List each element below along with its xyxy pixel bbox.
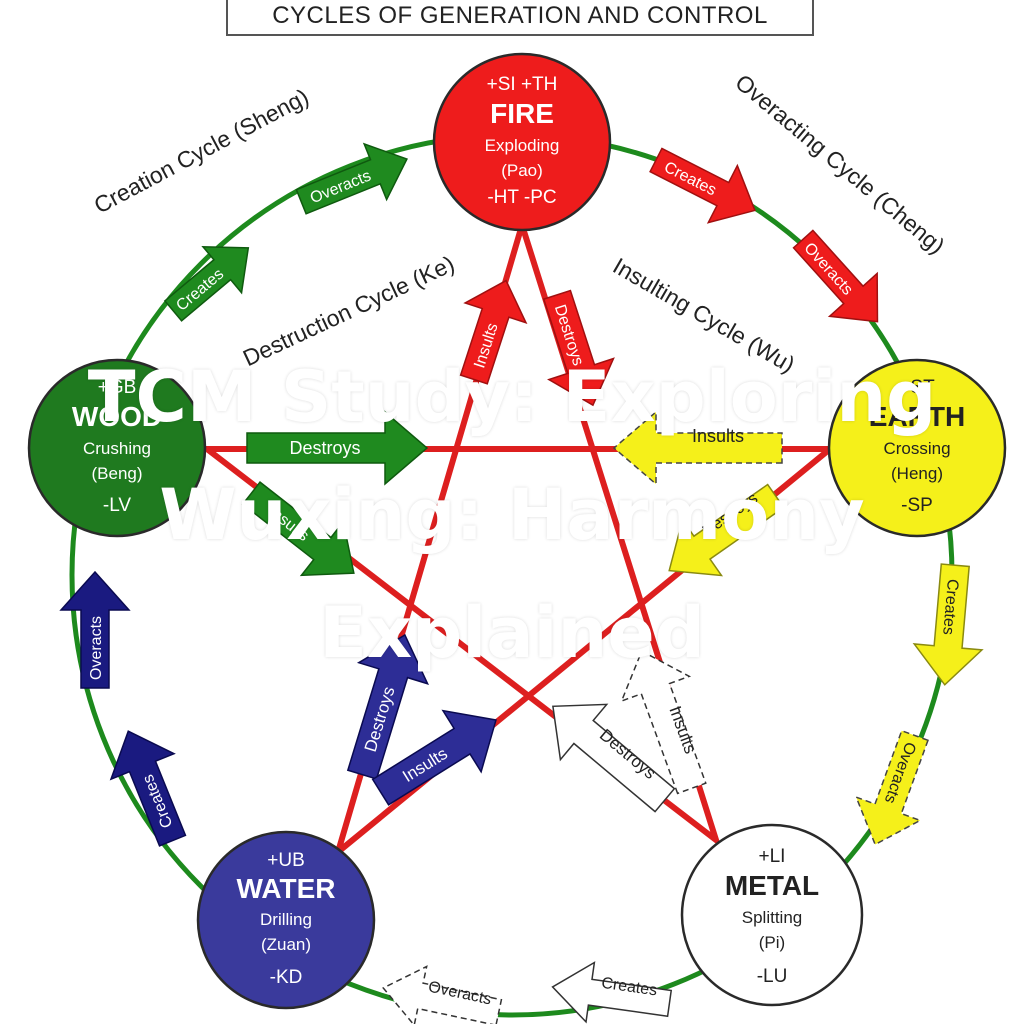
- element-water: +UB WATER Drilling (Zuan) -KD: [196, 830, 376, 1010]
- metal-bottom-label: -LU: [757, 966, 788, 987]
- arrow-earth-overacts-metal: Overacts: [854, 729, 929, 846]
- arrow-fire-insults: Insults: [459, 279, 528, 385]
- element-wood: +GB WOOD Crushing (Beng) -LV: [27, 358, 207, 538]
- fire-name: FIRE: [490, 98, 554, 129]
- arrow-label: Overacts: [88, 616, 105, 680]
- arrow-fire-creates-earth: Creates: [649, 147, 756, 224]
- arrow-water-creates-wood: Creates: [109, 730, 187, 847]
- element-earth: +ST EARTH Crossing (Heng) -SP: [827, 358, 1007, 538]
- arrow-earth-creates-metal: Creates: [912, 563, 984, 686]
- arrow-metal-overacts-water: Overacts: [382, 965, 503, 1024]
- wood-bottom-label: -LV: [103, 495, 131, 516]
- wood-name: WOOD: [72, 401, 162, 432]
- water-name: WATER: [236, 873, 335, 904]
- earth-pinyin: (Heng): [891, 464, 943, 483]
- earth-name: EARTH: [869, 401, 965, 432]
- arrow-earth-insults-wood: Insults: [612, 410, 783, 486]
- fire-top-label: +SI +TH: [487, 74, 558, 95]
- arrow-label: Insults: [692, 426, 744, 446]
- fire-pinyin: (Pao): [501, 161, 543, 180]
- element-fire: +SI +TH FIRE Exploding (Pao) -HT -PC: [432, 52, 612, 232]
- arrow-label: Destroys: [289, 438, 360, 458]
- water-pinyin: (Zuan): [261, 935, 311, 954]
- fire-bottom-label: -HT -PC: [487, 187, 556, 208]
- destruction-cycle-label: Destruction Cycle (Ke): [239, 250, 459, 371]
- metal-pinyin: (Pi): [759, 933, 785, 952]
- metal-name: METAL: [725, 870, 819, 901]
- metal-top-label: +LI: [759, 846, 786, 867]
- water-bottom-label: -KD: [270, 967, 303, 988]
- wood-pinyin: (Beng): [91, 464, 142, 483]
- element-metal: +LI METAL Splitting (Pi) -LU: [680, 823, 864, 1007]
- creation-cycle-label: Creation Cycle (Sheng): [90, 83, 313, 218]
- arrow-fire-destroys-metal: Destroys: [542, 289, 615, 407]
- fire-action: Exploding: [485, 136, 560, 155]
- metal-action: Splitting: [742, 908, 802, 927]
- overacting-cycle-label: Overacting Cycle (Cheng): [730, 69, 949, 259]
- earth-top-label: +ST: [899, 377, 935, 398]
- arrow-water-overacts-wood: Overacts: [59, 570, 131, 689]
- water-action: Drilling: [260, 910, 312, 929]
- water-top-label: +UB: [267, 850, 305, 871]
- arrow-wood-destroys-earth: Destroys: [246, 410, 429, 486]
- earth-bottom-label: -SP: [901, 495, 933, 516]
- wood-action: Crushing: [83, 439, 151, 458]
- insulting-cycle-label: Insulting Cycle (Wu): [609, 252, 800, 377]
- arrow-label: Creates: [939, 578, 961, 635]
- arrow-wood-overacts-fire: Overacts: [295, 142, 408, 215]
- arrow-wood-creates-fire: Creates: [163, 245, 250, 322]
- wood-top-label: +GB: [98, 377, 137, 398]
- diagram-title: CYCLES OF GENERATION AND CONTROL: [272, 2, 768, 29]
- diagram-title-box: CYCLES OF GENERATION AND CONTROL: [226, 0, 814, 36]
- arrow-fire-overacts-earth: Overacts: [792, 229, 879, 323]
- earth-action: Crossing: [883, 439, 950, 458]
